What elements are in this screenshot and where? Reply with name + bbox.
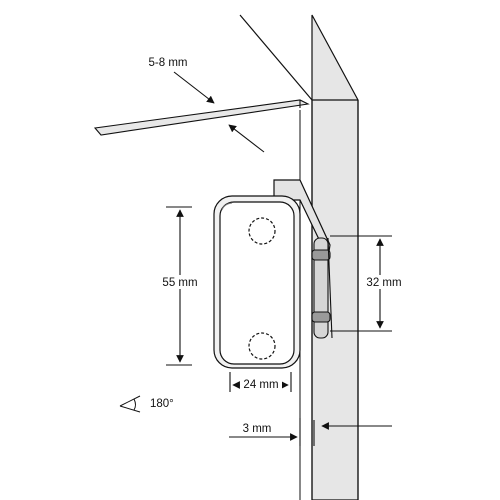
cabinet-panel <box>239 14 359 500</box>
glass-thickness-label: 5-8 mm <box>149 57 188 69</box>
hinge-width-label: 24 mm <box>243 379 278 391</box>
opening-angle-label: 180° <box>150 398 174 410</box>
glass-thickness-dimension <box>173 71 265 153</box>
spacing-label-bg <box>361 275 407 289</box>
angle-icon <box>119 395 141 413</box>
height-label-bg <box>158 275 202 289</box>
gap-label: 3 mm <box>243 423 272 435</box>
hole-spacing-label: 32 mm <box>366 277 401 289</box>
width-label-bg <box>240 377 282 391</box>
hinge-height-label: 55 mm <box>162 277 197 289</box>
glass-door <box>93 99 310 136</box>
hinge-knuckle <box>311 237 333 339</box>
gap-dimension <box>229 418 392 446</box>
hinge-body <box>213 179 331 369</box>
